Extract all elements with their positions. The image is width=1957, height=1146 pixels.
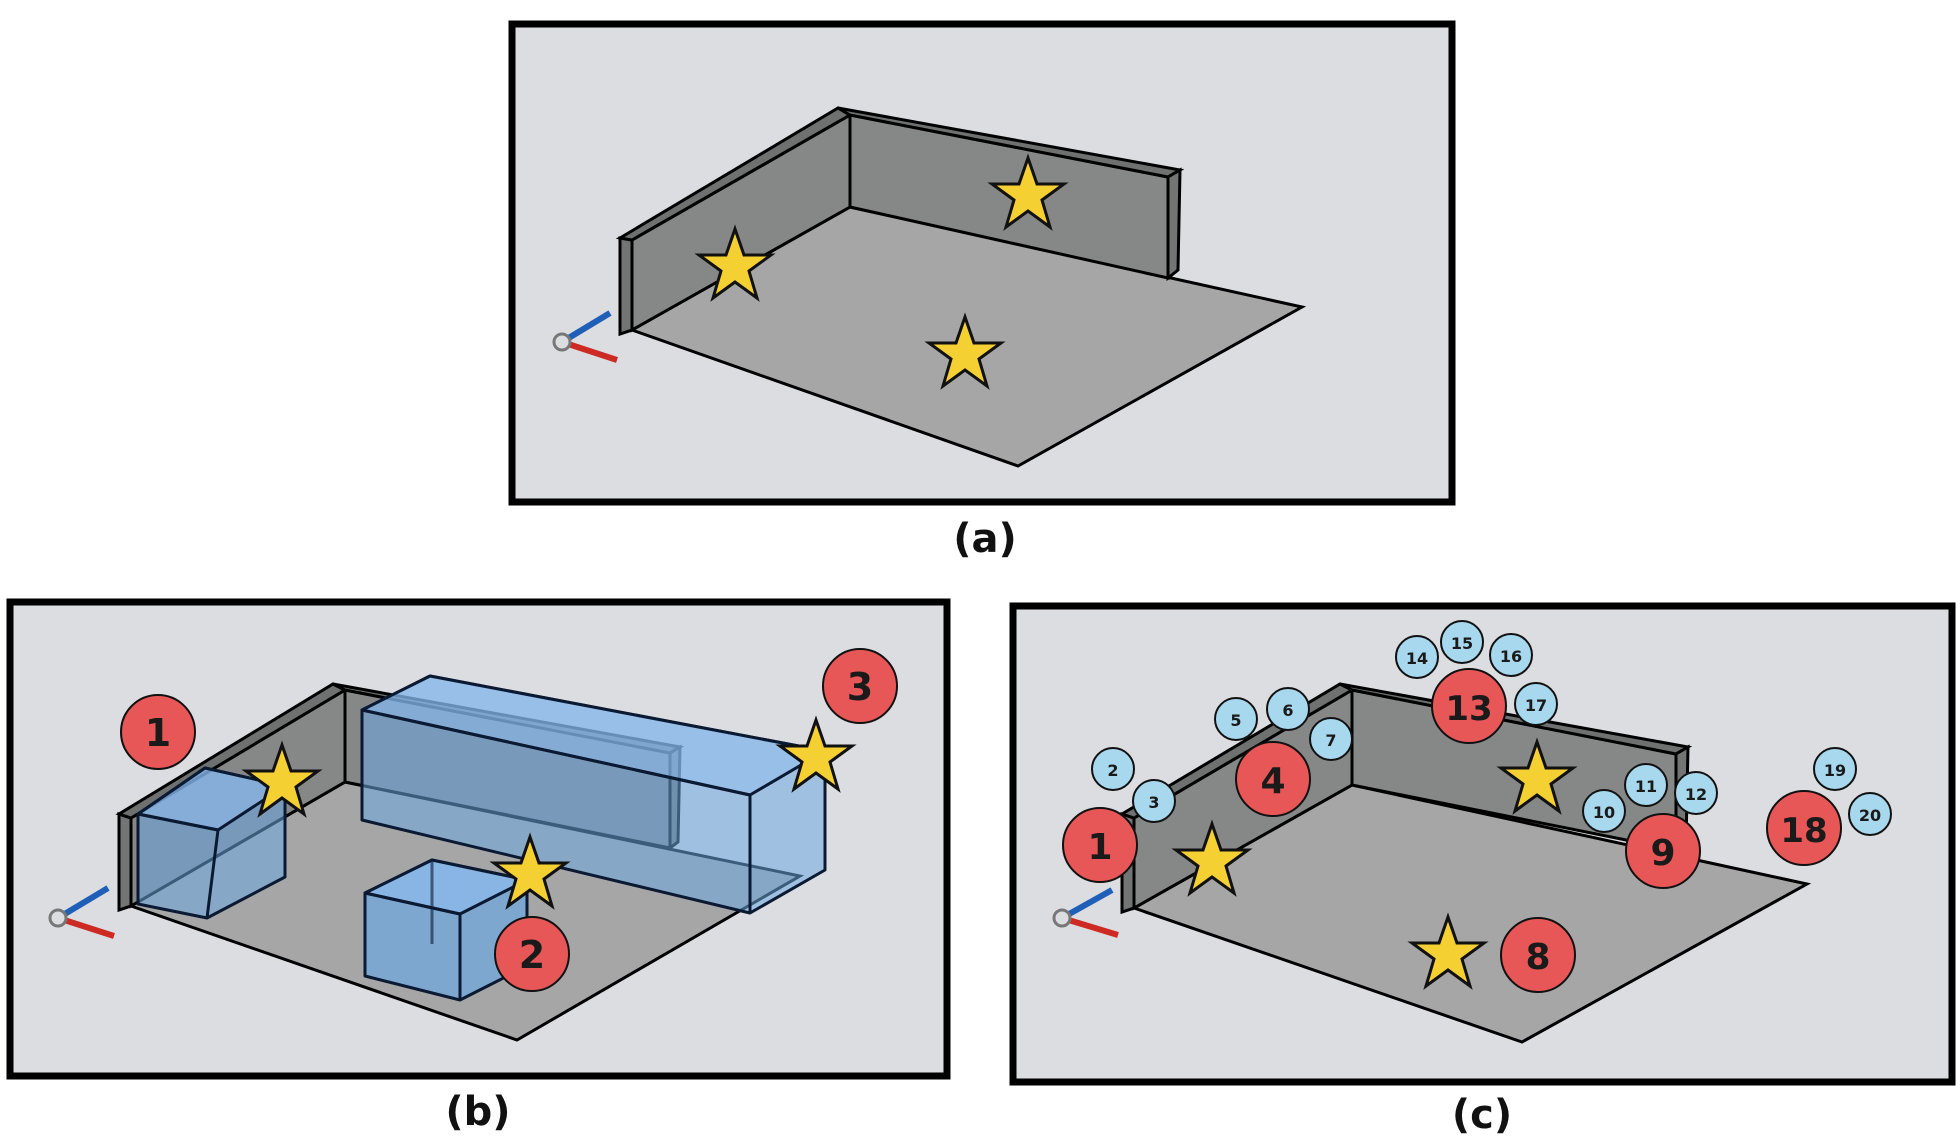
marker-red: 2 xyxy=(494,916,570,992)
marker-blue: 7 xyxy=(1309,717,1353,761)
marker-label: 14 xyxy=(1406,649,1428,668)
marker-blue: 17 xyxy=(1514,682,1558,726)
marker-label: 4 xyxy=(1260,761,1285,802)
marker-blue: 15 xyxy=(1440,620,1484,664)
marker-label: 16 xyxy=(1500,647,1522,666)
marker-label: 2 xyxy=(1107,761,1118,780)
axis-gizmo-icon xyxy=(48,885,115,939)
panel-b-caption: (b) xyxy=(445,1089,510,1135)
marker-blue: 3 xyxy=(1132,779,1176,823)
marker-blue: 10 xyxy=(1582,789,1626,833)
marker-label: 17 xyxy=(1525,696,1547,715)
marker-blue: 20 xyxy=(1848,792,1892,836)
back-wall-end xyxy=(1166,167,1182,282)
marker-red: 4 xyxy=(1235,741,1311,817)
marker-blue: 19 xyxy=(1813,747,1857,791)
marker-label: 1 xyxy=(1087,827,1112,868)
left-wall-end xyxy=(117,811,133,913)
marker-red: 1 xyxy=(1062,807,1138,883)
marker-label: 1 xyxy=(145,711,171,755)
marker-label: 5 xyxy=(1230,711,1241,730)
marker-label: 3 xyxy=(847,665,873,709)
left-wall-end xyxy=(618,236,634,337)
panel-a: (a) xyxy=(508,20,1456,562)
marker-label: 6 xyxy=(1282,701,1293,720)
marker-blue: 2 xyxy=(1091,747,1135,791)
cube-left xyxy=(136,766,287,920)
marker-label: 2 xyxy=(519,933,545,977)
marker-label: 19 xyxy=(1824,761,1846,780)
marker-blue: 6 xyxy=(1266,687,1310,731)
axis-gizmo-icon xyxy=(552,310,618,363)
cube-middle xyxy=(363,858,529,1002)
marker-red: 8 xyxy=(1500,917,1576,993)
panel-c: 2 3 5 6 7 14 15 16 17 10 11 12 19 20 1 4… xyxy=(1009,602,1956,1138)
panel-b: 1 2 3 (b) xyxy=(6,598,951,1135)
marker-blue: 5 xyxy=(1214,697,1258,741)
marker-label: 3 xyxy=(1148,793,1159,812)
panel-c-caption: (c) xyxy=(1452,1092,1512,1138)
marker-label: 12 xyxy=(1685,785,1707,804)
marker-red: 3 xyxy=(822,648,898,724)
marker-red: 13 xyxy=(1431,668,1507,744)
marker-label: 11 xyxy=(1635,777,1657,796)
axis-gizmo-icon xyxy=(1052,887,1119,938)
marker-red: 9 xyxy=(1625,813,1701,889)
marker-label: 10 xyxy=(1593,803,1615,822)
marker-label: 8 xyxy=(1525,937,1550,978)
marker-label: 15 xyxy=(1451,634,1473,653)
marker-blue: 11 xyxy=(1624,763,1668,807)
marker-label: 20 xyxy=(1859,806,1881,825)
marker-blue: 12 xyxy=(1674,771,1718,815)
marker-label: 18 xyxy=(1780,811,1827,851)
marker-blue: 16 xyxy=(1489,633,1533,677)
marker-red: 1 xyxy=(120,694,196,770)
marker-label: 7 xyxy=(1325,731,1336,750)
marker-blue: 14 xyxy=(1395,635,1439,679)
marker-red: 18 xyxy=(1766,790,1842,866)
marker-label: 9 xyxy=(1650,833,1675,874)
marker-label: 13 xyxy=(1445,689,1492,729)
panel-a-caption: (a) xyxy=(953,516,1017,562)
